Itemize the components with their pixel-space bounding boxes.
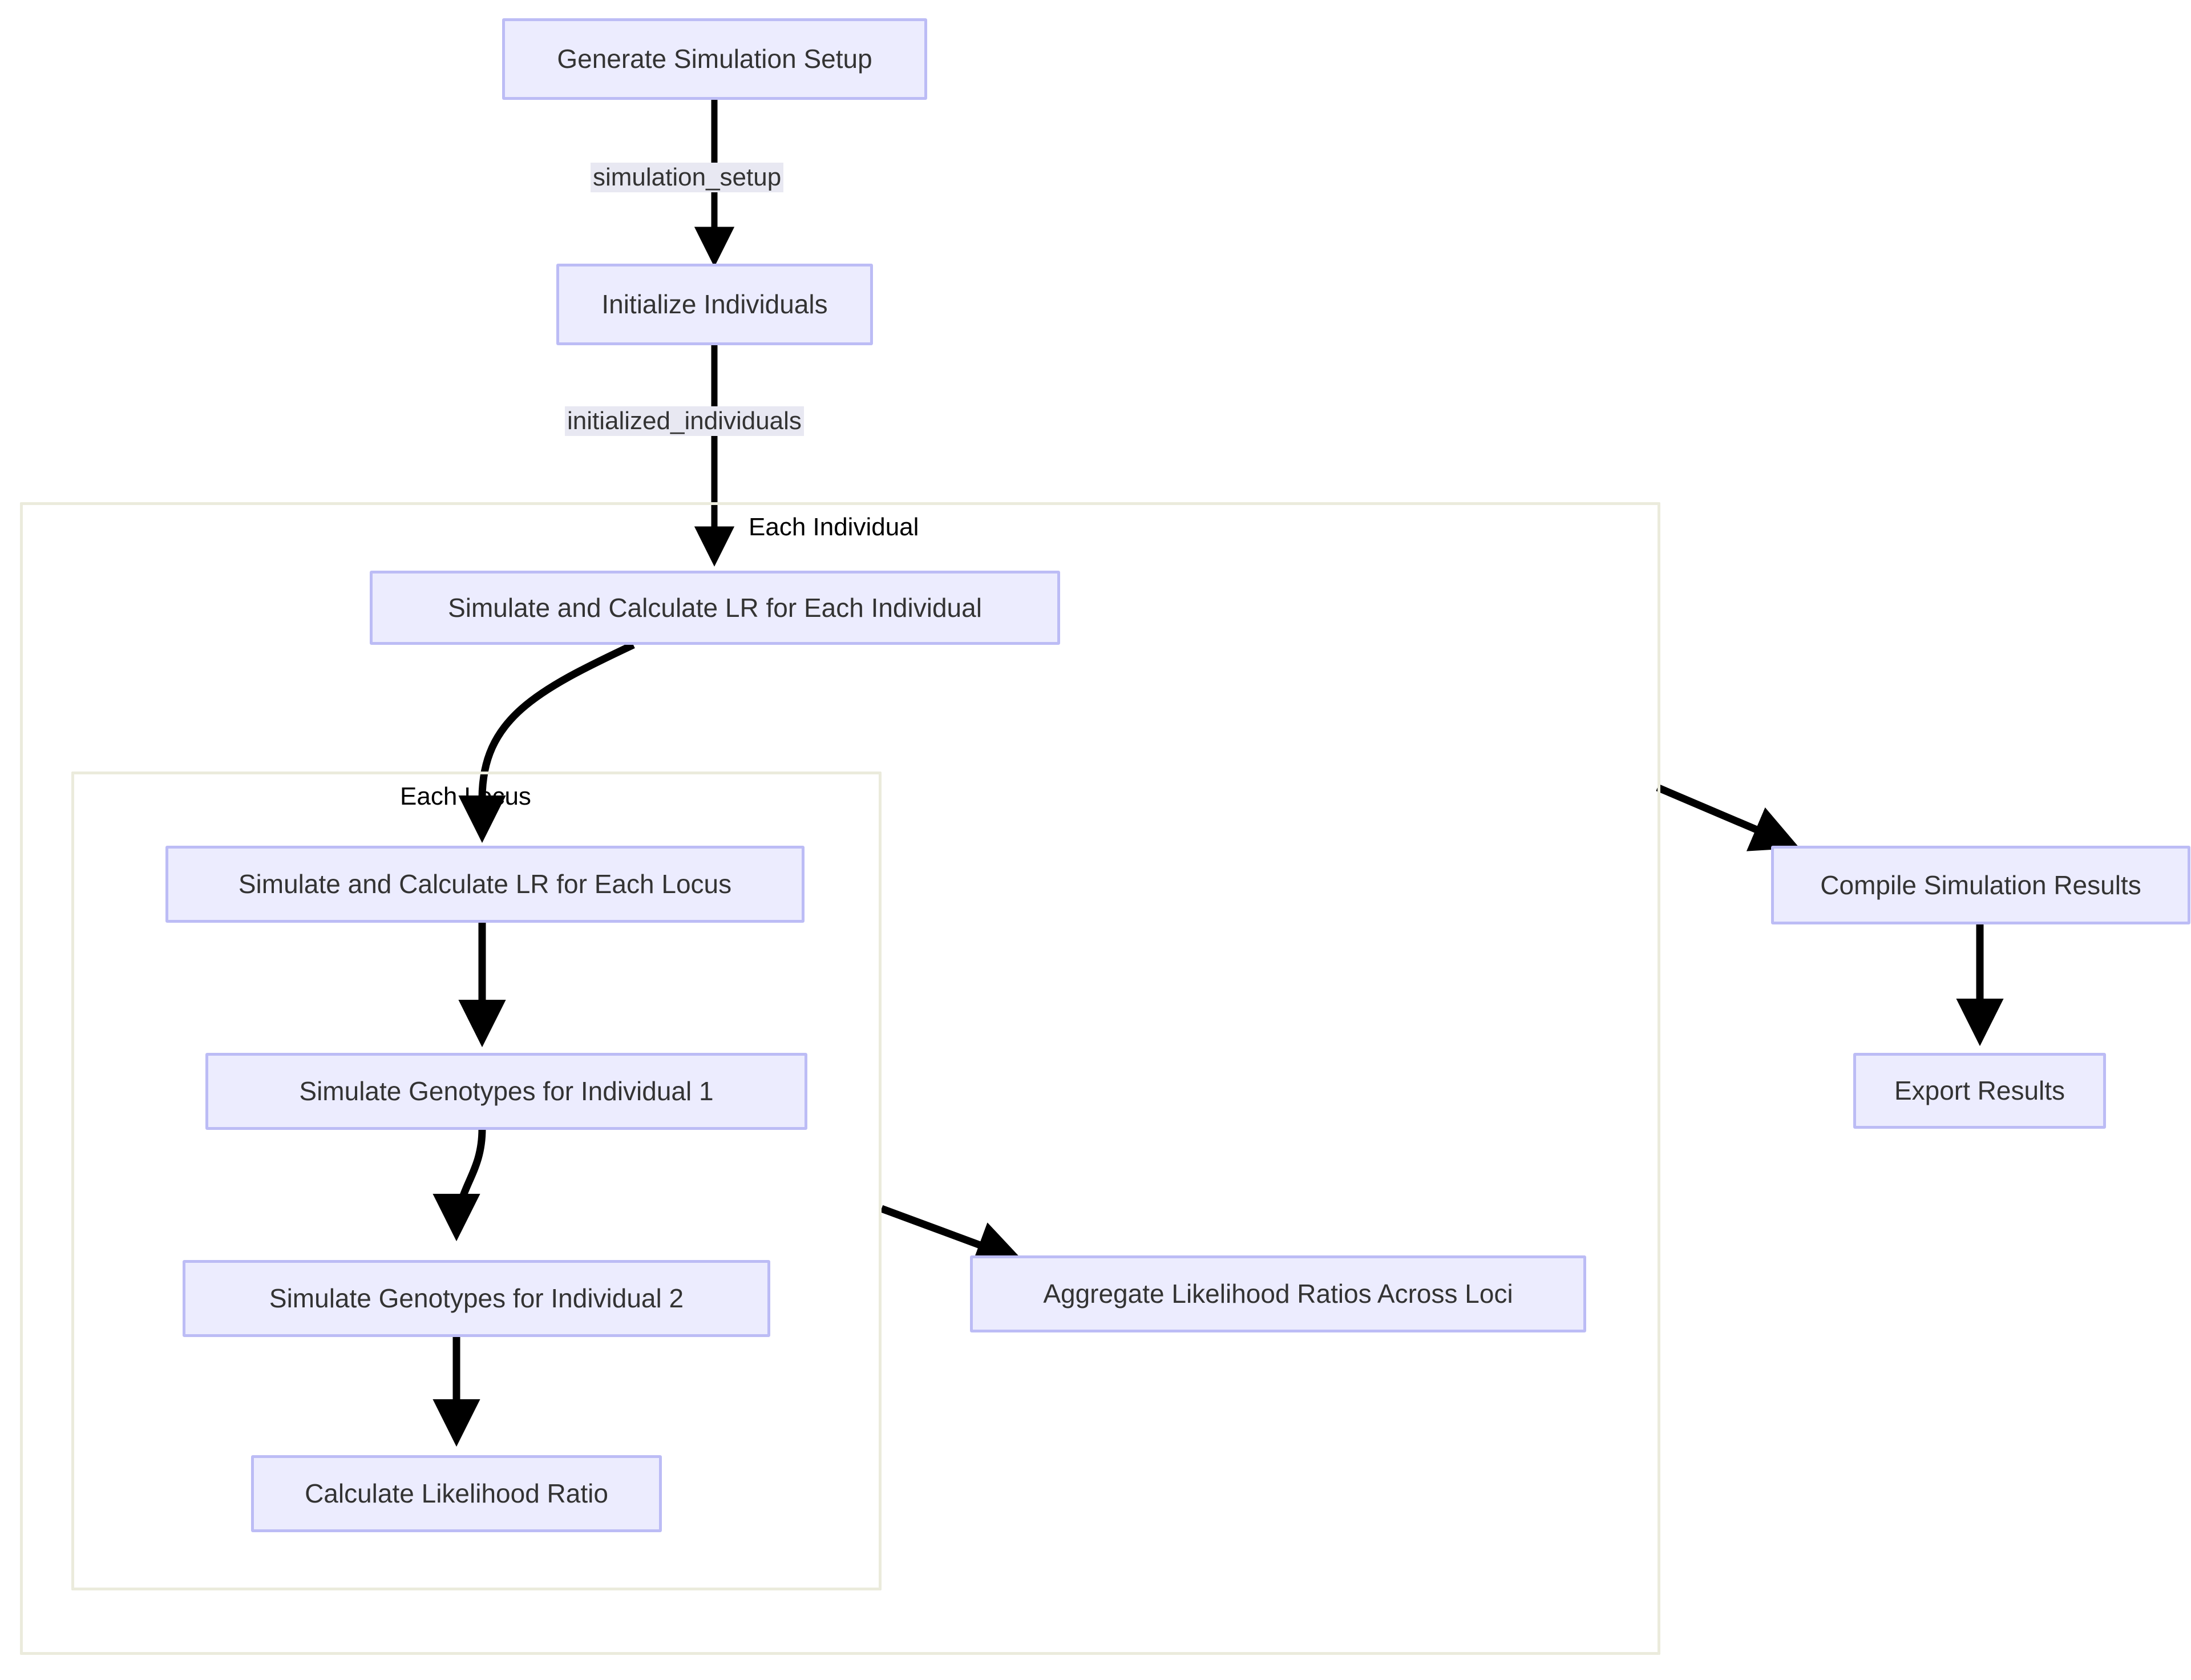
node-simulate-genotypes-individual-2[interactable]: Simulate Genotypes for Individual 2 (183, 1260, 770, 1337)
edge-label-text: initialized_individuals (567, 407, 802, 435)
node-compile-simulation-results[interactable]: Compile Simulation Results (1771, 846, 2190, 924)
edge-label-each-individual: Each Individual (746, 512, 921, 542)
node-label: Export Results (1894, 1076, 2065, 1106)
edge-label-simulation-setup: simulation_setup (591, 163, 784, 193)
edge-label-initialized-individuals: initialized_individuals (565, 406, 804, 437)
edge-individual-group-to-compile (1656, 784, 1800, 851)
subgraph-each-locus (71, 772, 882, 1590)
node-label: Compile Simulation Results (1820, 870, 2141, 900)
node-label: Calculate Likelihood Ratio (305, 1479, 608, 1509)
node-simulate-calculate-lr-individual[interactable]: Simulate and Calculate LR for Each Indiv… (370, 571, 1060, 645)
node-label: Generate Simulation Setup (557, 44, 872, 74)
node-initialize-individuals[interactable]: Initialize Individuals (556, 264, 873, 345)
node-label: Simulate Genotypes for Individual 1 (299, 1076, 714, 1106)
node-label: Simulate and Calculate LR for Each Locus (238, 869, 732, 899)
edge-label-each-locus: Each Locus (398, 782, 533, 811)
node-export-results[interactable]: Export Results (1853, 1053, 2106, 1129)
edge-label-text: Each Locus (400, 782, 531, 810)
node-simulate-genotypes-individual-1[interactable]: Simulate Genotypes for Individual 1 (205, 1053, 807, 1130)
node-label: Initialize Individuals (601, 289, 828, 320)
node-label: Aggregate Likelihood Ratios Across Loci (1043, 1279, 1513, 1309)
subgraph-each-individual (20, 502, 1660, 1655)
node-label: Simulate Genotypes for Individual 2 (269, 1283, 684, 1314)
node-generate-simulation-setup[interactable]: Generate Simulation Setup (502, 18, 927, 100)
edge-label-text: Each Individual (749, 513, 919, 541)
node-aggregate-likelihood-ratios[interactable]: Aggregate Likelihood Ratios Across Loci (970, 1255, 1586, 1332)
node-simulate-calculate-lr-locus[interactable]: Simulate and Calculate LR for Each Locus (165, 846, 805, 923)
edge-label-text: simulation_setup (593, 163, 782, 191)
node-label: Simulate and Calculate LR for Each Indiv… (448, 592, 982, 623)
node-calculate-likelihood-ratio[interactable]: Calculate Likelihood Ratio (251, 1455, 662, 1532)
